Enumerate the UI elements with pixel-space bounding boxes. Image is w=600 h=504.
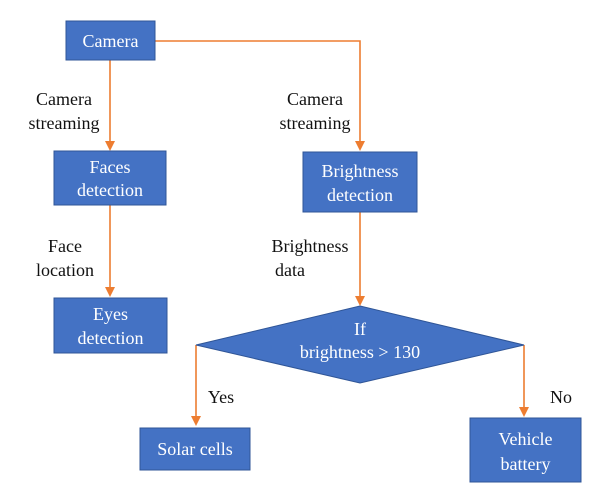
edge-label-yes: Yes [208, 387, 234, 407]
node-decision-line2: brightness > 130 [300, 342, 420, 362]
edge-label-camera-streaming-right-line2: streaming [280, 113, 351, 133]
node-faces-detection-line1: Faces [90, 157, 131, 177]
node-camera: Camera [65, 20, 156, 61]
node-solar-cells: Solar cells [139, 427, 251, 471]
edge-label-no: No [550, 387, 572, 407]
edge-label-face-location-line2: location [36, 260, 94, 280]
node-faces-detection: Faces detection [53, 150, 167, 206]
node-decision-line1: If [354, 319, 366, 339]
node-eyes-detection-line1: Eyes [93, 304, 128, 324]
node-decision: If brightness > 130 [195, 305, 525, 384]
node-brightness-detection-line2: detection [327, 185, 393, 205]
node-camera-label: Camera [83, 31, 139, 51]
node-brightness-detection-line1: Brightness [321, 161, 398, 181]
edge-camera-to-brightness [155, 40, 365, 151]
edge-label-brightness-data-line2: data [275, 260, 305, 280]
edge-label-camera-streaming-left-line1: Camera [36, 89, 92, 109]
node-brightness-detection: Brightness detection [302, 151, 418, 213]
edge-label-face-location-line1: Face [48, 236, 82, 256]
edge-label-camera-streaming-left-line2: streaming [29, 113, 100, 133]
node-solar-cells-label: Solar cells [157, 439, 232, 459]
node-vehicle-battery: Vehicle battery [469, 417, 582, 483]
edge-label-brightness-data-line1: Brightness [271, 236, 348, 256]
node-vehicle-battery-line1: Vehicle [499, 429, 553, 449]
node-eyes-detection: Eyes detection [53, 297, 168, 354]
node-faces-detection-line2: detection [77, 180, 143, 200]
edge-label-camera-streaming-right-line1: Camera [287, 89, 343, 109]
node-vehicle-battery-line2: battery [501, 454, 551, 474]
node-eyes-detection-line2: detection [78, 328, 144, 348]
